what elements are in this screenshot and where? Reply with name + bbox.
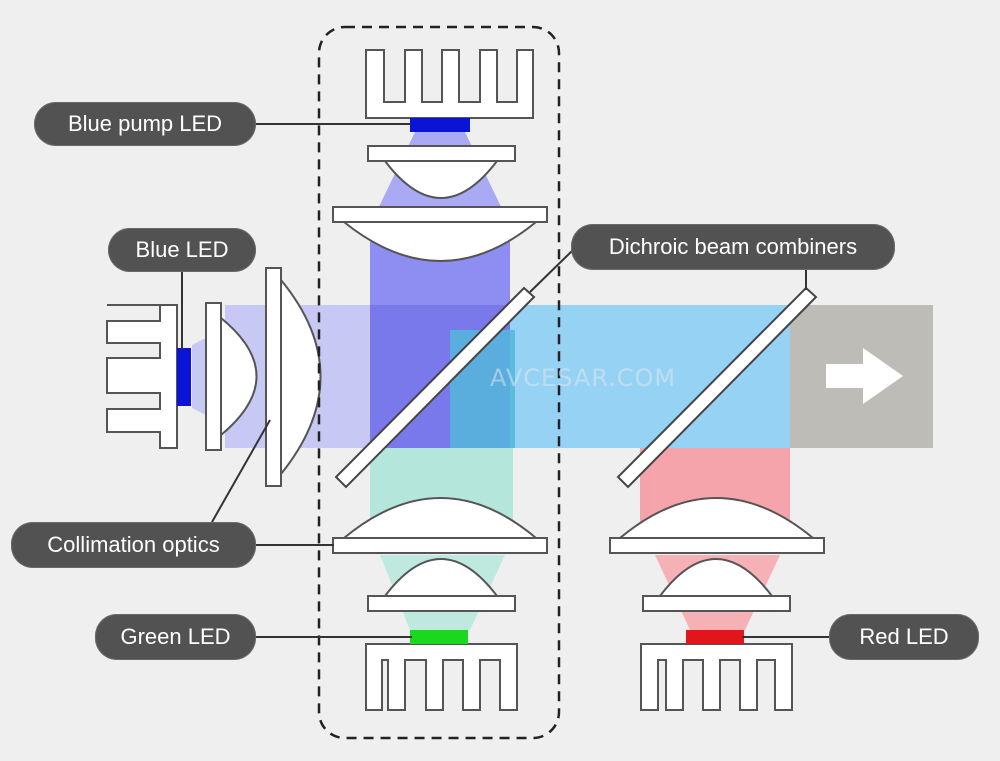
top-lens-plate-1 bbox=[367, 145, 516, 162]
red-lens-2 bbox=[617, 497, 816, 539]
dichroic-mirror-2 bbox=[616, 286, 818, 489]
red-lens-plate-2 bbox=[609, 537, 825, 554]
blue-green-module-frame bbox=[317, 25, 561, 740]
watermark: AVCESAR.COM bbox=[490, 364, 677, 392]
heatsink-top bbox=[365, 49, 534, 119]
left-lens-plate-2 bbox=[265, 267, 282, 487]
top-lens-2 bbox=[341, 221, 539, 262]
blue-pump-led-chip bbox=[410, 118, 470, 132]
heatsink-green bbox=[365, 643, 518, 711]
red-lens-plate-1 bbox=[642, 595, 791, 612]
top-lens-plate-2 bbox=[332, 206, 548, 223]
blue-led-chip bbox=[177, 348, 191, 406]
left-lens-plate-1 bbox=[205, 302, 222, 451]
label-blue-led: Blue LED bbox=[108, 228, 256, 272]
label-blue-pump-led: Blue pump LED bbox=[34, 102, 256, 146]
red-led-chip bbox=[686, 630, 744, 644]
green-lens-plate-2 bbox=[332, 537, 548, 554]
left-lens-1 bbox=[220, 315, 258, 438]
label-collimation-optics: Collimation optics bbox=[11, 522, 256, 568]
leader-collimation-1 bbox=[211, 419, 271, 523]
green-lens-plate-1 bbox=[367, 595, 516, 612]
green-lens-2 bbox=[341, 497, 539, 539]
label-green-led: Green LED bbox=[95, 614, 256, 660]
red-lens-1 bbox=[657, 558, 775, 597]
dichroic-mirror-1 bbox=[334, 286, 536, 489]
label-dichroic-beam-combiners: Dichroic beam combiners bbox=[571, 224, 895, 270]
output-arrow-icon bbox=[826, 348, 903, 404]
leader-dichroic-1 bbox=[529, 249, 574, 293]
label-red-led: Red LED bbox=[829, 614, 979, 660]
heatsink-left bbox=[106, 304, 178, 449]
heatsink-red bbox=[640, 643, 793, 711]
top-lens-1 bbox=[382, 160, 500, 199]
green-lens-1 bbox=[382, 558, 500, 597]
green-led-chip bbox=[410, 630, 468, 644]
